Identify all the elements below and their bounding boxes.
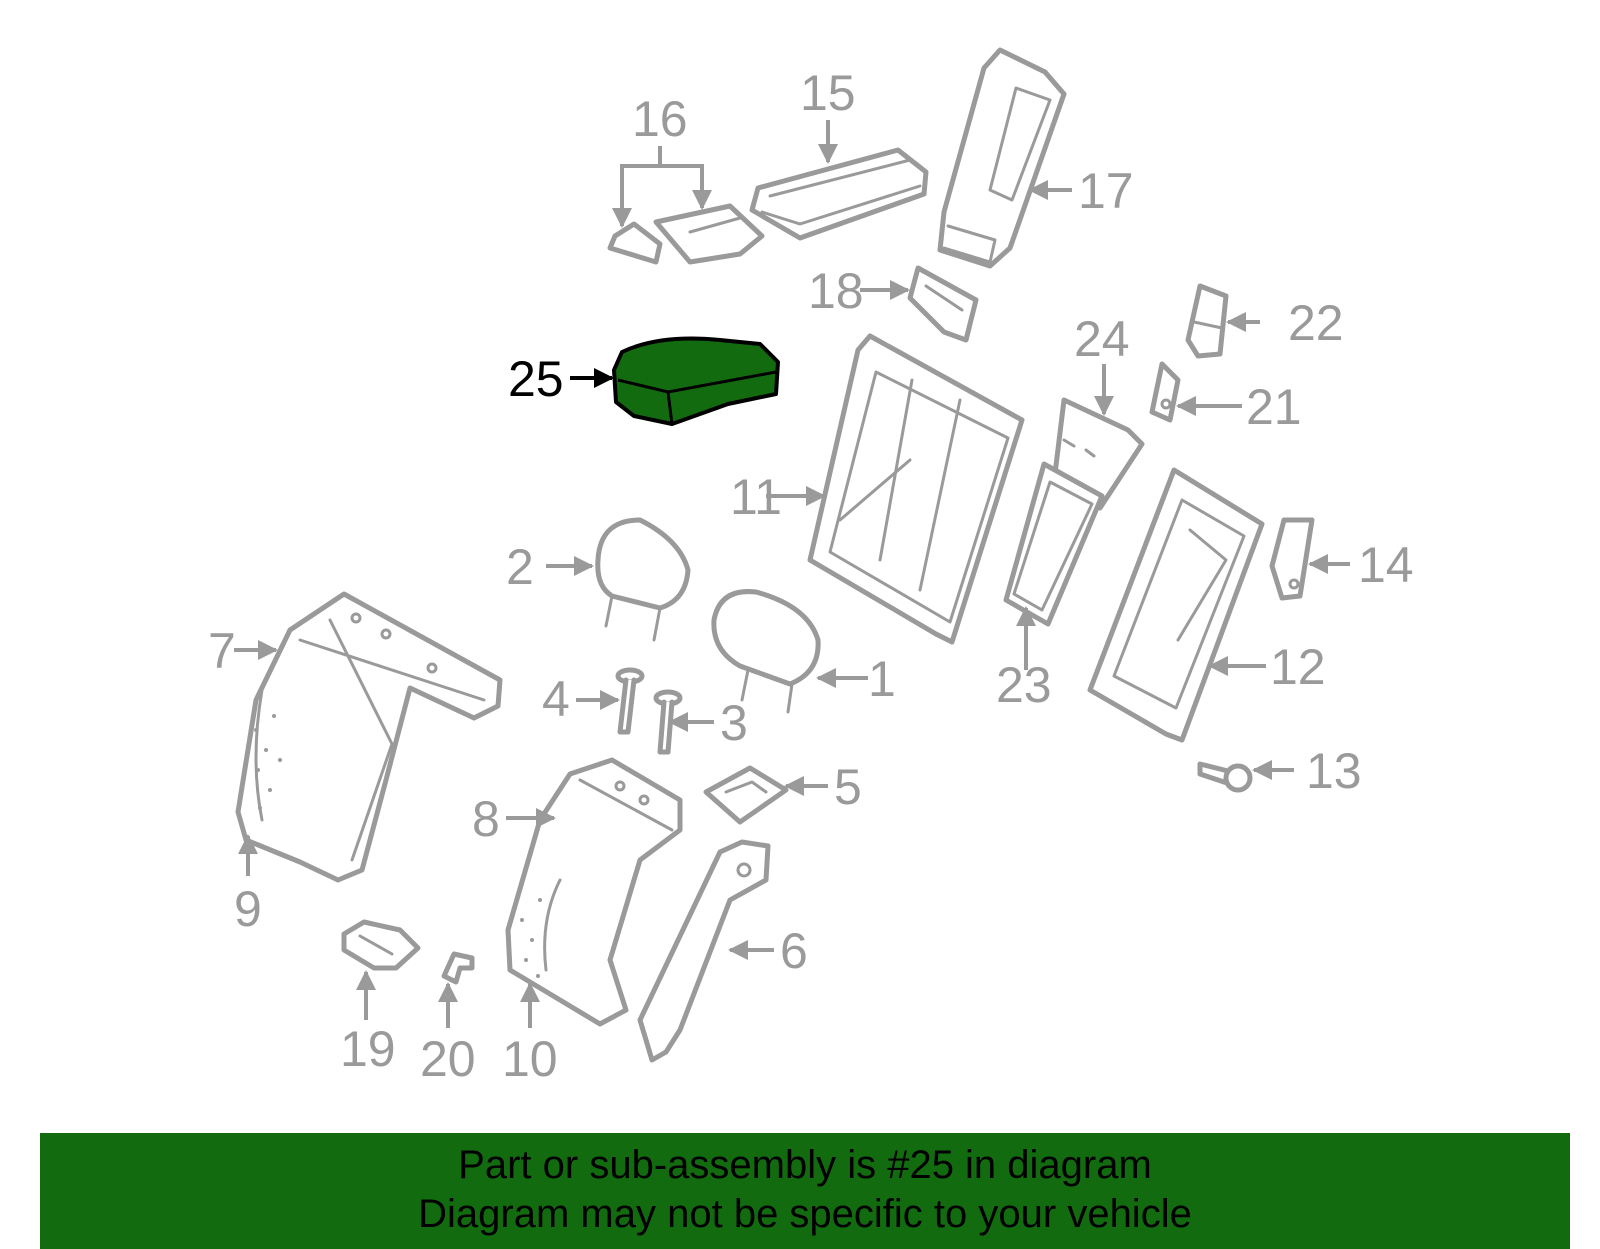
part-17[interactable] <box>937 47 1067 269</box>
callout-4: 4 <box>542 671 570 727</box>
part-21[interactable] <box>1149 361 1181 423</box>
parts-diagram: 1 2 3 4 5 6 7 8 9 10 11 12 13 14 15 16 1… <box>208 47 1414 1087</box>
callout-24: 24 <box>1074 311 1130 367</box>
callout-5: 5 <box>834 759 862 815</box>
callout-8: 8 <box>472 791 500 847</box>
callout-21: 21 <box>1246 379 1302 435</box>
part-15[interactable] <box>749 147 929 241</box>
part-18[interactable] <box>907 265 979 343</box>
callout-23: 23 <box>996 657 1052 713</box>
callout-7: 7 <box>208 623 236 679</box>
leader-lines <box>234 120 1350 1028</box>
part-7[interactable] <box>235 591 503 883</box>
callout-20: 20 <box>420 1031 476 1087</box>
callout-16: 16 <box>632 91 688 147</box>
callout-17: 17 <box>1078 163 1134 219</box>
part-2[interactable] <box>595 517 691 642</box>
callout-3: 3 <box>720 695 748 751</box>
part-16[interactable] <box>607 203 765 265</box>
callout-22: 22 <box>1288 295 1344 351</box>
callout-25: 25 <box>508 351 564 407</box>
part-13[interactable] <box>1197 761 1253 793</box>
part-22[interactable] <box>1185 283 1229 359</box>
callout-10: 10 <box>502 1031 558 1087</box>
callout-18: 18 <box>808 263 864 319</box>
part-5[interactable] <box>703 765 789 825</box>
callout-19: 19 <box>340 1021 396 1077</box>
callout-9: 9 <box>234 881 262 937</box>
part-23[interactable] <box>1003 461 1105 627</box>
callout-14: 14 <box>1358 537 1414 593</box>
callout-labels: 1 2 3 4 5 6 7 8 9 10 11 12 13 14 15 16 1… <box>208 65 1414 1087</box>
part-25[interactable] <box>612 336 780 426</box>
callout-15: 15 <box>800 65 856 121</box>
banner-line-2: Diagram may not be specific to your vehi… <box>418 1192 1192 1236</box>
part-19[interactable] <box>341 919 421 971</box>
part-6[interactable] <box>637 839 771 1063</box>
part-14[interactable] <box>1269 517 1315 601</box>
part-20[interactable] <box>441 951 475 985</box>
part-12[interactable] <box>1087 467 1265 743</box>
callout-6: 6 <box>780 923 808 979</box>
part-11[interactable] <box>807 333 1025 645</box>
part-4[interactable] <box>615 667 645 735</box>
callout-11: 11 <box>730 469 782 525</box>
callout-12: 12 <box>1270 639 1326 695</box>
part-1[interactable] <box>711 589 821 714</box>
callout-1: 1 <box>868 651 896 707</box>
info-banner: Part or sub-assembly is #25 in diagram D… <box>40 1133 1570 1249</box>
banner-line-1: Part or sub-assembly is #25 in diagram <box>458 1143 1152 1187</box>
callout-13: 13 <box>1306 743 1362 799</box>
callout-2: 2 <box>506 539 534 595</box>
